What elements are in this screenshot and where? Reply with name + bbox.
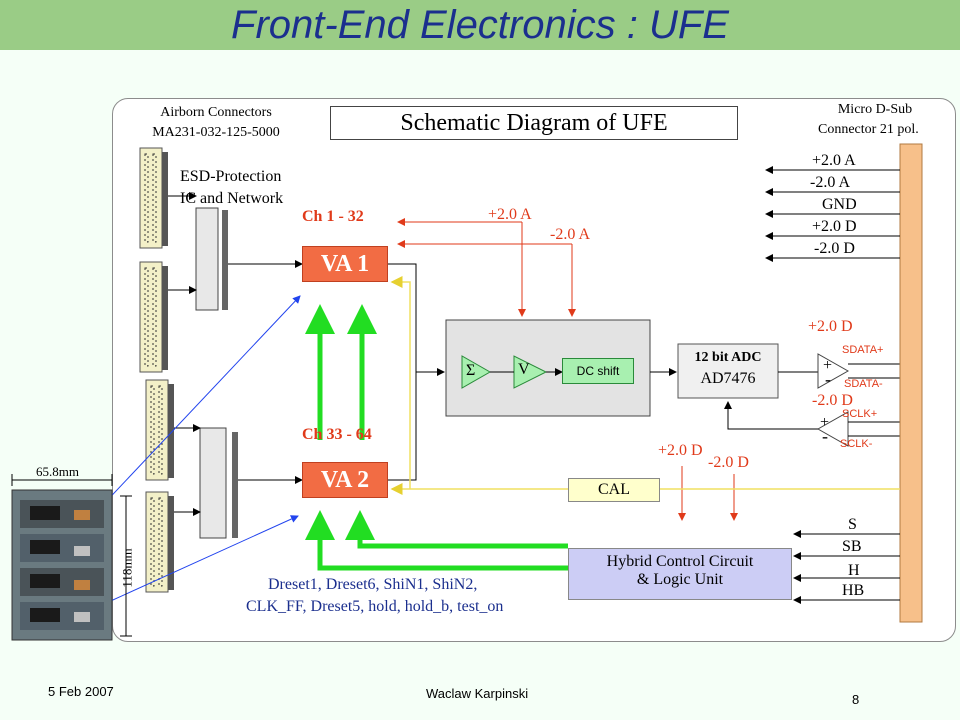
sdata-minus-sign: - (825, 369, 831, 389)
minus2d-cal-label: -2.0 D (708, 454, 749, 471)
sclk-driver (816, 411, 849, 447)
sclk-plus-label: SCLK+ (842, 408, 878, 420)
sdata-driver (817, 353, 850, 389)
esd-label-1: ESD-Protection (180, 168, 282, 185)
microd-label-1: Micro D-Sub (837, 102, 913, 117)
v-amp-label: V (518, 361, 530, 378)
rail-label-3: +2.0 D (812, 218, 857, 235)
airborn-label-1: Airborn Connectors (160, 105, 272, 120)
airborn-connector-3 (145, 379, 174, 481)
sclk-minus-label: SCLK- (840, 438, 873, 450)
adc-box (677, 343, 779, 399)
minus2d-adc-label: -2.0 D (812, 392, 853, 409)
adc-label-2: AD7476 (700, 370, 756, 387)
dimension-lines (11, 474, 132, 637)
footer-author: Waclaw Karpinski (426, 686, 529, 701)
ch-33-64-label: Ch 33 - 64 (302, 426, 372, 443)
hybrid-control-box: Hybrid Control Circuit & Logic Unit (568, 548, 792, 600)
hybrid-label-1: Hybrid Control Circuit (606, 553, 754, 570)
micro-dsub-connector (899, 143, 923, 623)
footer-page: 8 (852, 692, 860, 707)
minus2a-mid-label: -2.0 A (550, 226, 590, 243)
sdata-plus-label: SDATA+ (842, 344, 884, 356)
plus2d-adc-label: +2.0 D (808, 318, 853, 335)
adc-label-1: 12 bit ADC (694, 350, 762, 365)
plus2a-mid-label: +2.0 A (488, 206, 532, 223)
sclk-plus-sign: + (820, 414, 830, 431)
ctrl-label-0: S (848, 516, 857, 533)
ctrl-label-3: HB (842, 582, 865, 599)
esd-chip-2 (199, 427, 238, 539)
airborn-connector-2 (139, 261, 168, 373)
schematic-title: Schematic Diagram of UFE (330, 106, 738, 140)
rail-label-1: -2.0 A (810, 174, 850, 191)
signals-label-1: Dreset1, Dreset6, ShiN1, ShiN2, (268, 576, 478, 593)
plus2d-cal-label: +2.0 D (658, 442, 703, 459)
sum-amp (461, 355, 492, 389)
esd-label-2: IC and Network (180, 190, 284, 207)
hybrid-label-2: & Logic Unit (636, 571, 724, 588)
title-bar (0, 0, 960, 50)
ctrl-label-1: SB (842, 538, 862, 555)
airborn-connector-4 (145, 491, 174, 593)
rail-label-0: +2.0 A (812, 152, 856, 169)
signals-label-2: CLK_FF, Dreset5, hold, hold_b, test_on (246, 598, 504, 615)
va1-chip: VA 1 (302, 246, 388, 282)
airborn-label-2: MA231-032-125-5000 (152, 125, 280, 140)
slide-title: Front-End Electronics : UFE (231, 3, 729, 47)
footer-date: 5 Feb 2007 (48, 684, 114, 699)
dc-shift-box: DC shift (562, 358, 634, 384)
ch-1-32-label: Ch 1 - 32 (302, 208, 364, 225)
sdata-plus-sign: + (823, 357, 833, 374)
microd-label-2: Connector 21 pol. (818, 122, 919, 137)
sclk-minus-sign: - (822, 426, 828, 446)
rail-label-4: -2.0 D (814, 240, 855, 257)
rail-label-2: GND (822, 196, 857, 213)
ctrl-label-2: H (848, 562, 860, 579)
esd-chip-1 (195, 207, 228, 311)
dim-height-label: 118mm (119, 548, 135, 588)
airborn-connector-1 (139, 147, 168, 249)
connector-pins (144, 153, 163, 587)
board-photo (11, 489, 113, 641)
dim-width-label: 65.8mm (36, 464, 79, 479)
va2-chip: VA 2 (302, 462, 388, 498)
sum-label: Σ (466, 362, 476, 379)
cal-box: CAL (568, 478, 660, 502)
sdata-minus-label: SDATA- (844, 378, 883, 390)
